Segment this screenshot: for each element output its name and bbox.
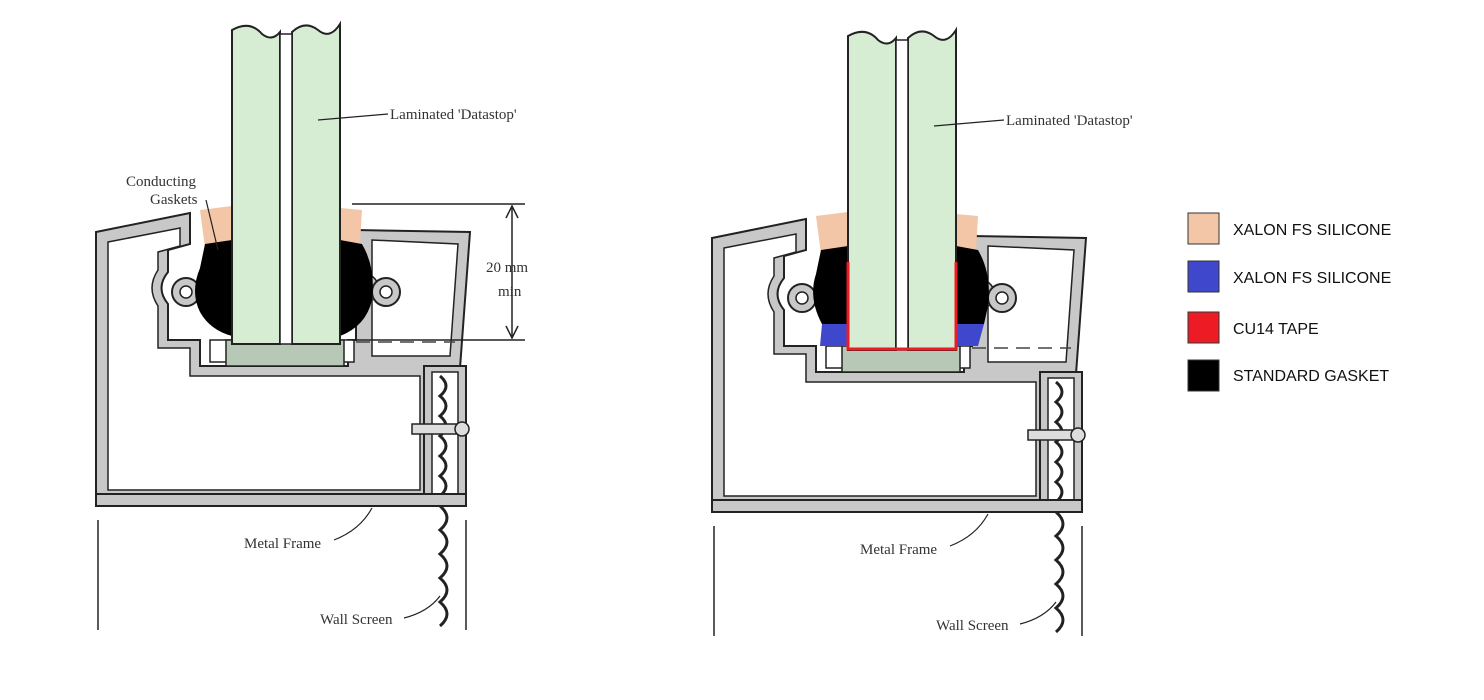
left-black-gasket-left xyxy=(195,240,232,336)
left-dimension-label: 20 mm xyxy=(486,260,528,276)
left-black-gasket-right xyxy=(340,240,373,336)
legend-swatch-blue xyxy=(1187,260,1220,293)
right-frame-label: Metal Frame xyxy=(860,542,937,558)
left-frame-label: Metal Frame xyxy=(244,536,321,552)
left-dimension-min-label: min xyxy=(498,284,522,300)
legend-label: XALON FS SILICONE xyxy=(1233,222,1391,239)
right-section-diagram: Laminated 'Datastop' Metal Frame Wall Sc… xyxy=(710,29,1133,638)
legend-item: CU14 TAPE xyxy=(1187,311,1319,344)
right-black-gasket-left xyxy=(813,246,848,324)
left-section-diagram: Laminated 'Datastop' Conducting Gaskets … xyxy=(94,23,528,632)
left-peach-gasket-right xyxy=(340,208,362,244)
legend-swatch-peach xyxy=(1187,212,1220,245)
right-peach-silicone-left xyxy=(816,212,848,254)
right-blue-silicone-left xyxy=(820,324,848,346)
right-peach-silicone-right xyxy=(956,214,978,250)
legend-item: STANDARD GASKET xyxy=(1187,359,1389,392)
left-gasket-label-line1: Conducting xyxy=(126,174,196,190)
legend-item: XALON FS SILICONE xyxy=(1187,260,1391,293)
legend: XALON FS SILICONE XALON FS SILICONE CU14… xyxy=(1187,212,1391,392)
legend-swatch-red xyxy=(1187,311,1220,344)
legend-label: XALON FS SILICONE xyxy=(1233,270,1391,287)
left-glass-label: Laminated 'Datastop' xyxy=(390,107,517,123)
right-blue-silicone-right xyxy=(956,324,984,346)
right-black-gasket-right xyxy=(956,246,989,324)
left-screen-label: Wall Screen xyxy=(320,612,393,628)
left-gasket-label-line2: Gaskets xyxy=(150,192,198,208)
left-peach-gasket-left xyxy=(200,206,232,248)
right-cu14-tape xyxy=(846,262,958,351)
right-glass-label: Laminated 'Datastop' xyxy=(1006,113,1133,129)
legend-item: XALON FS SILICONE xyxy=(1187,212,1391,245)
legend-swatch-black xyxy=(1187,359,1220,392)
legend-label: CU14 TAPE xyxy=(1233,321,1319,338)
right-screen-label: Wall Screen xyxy=(936,618,1009,634)
legend-label: STANDARD GASKET xyxy=(1233,368,1389,385)
